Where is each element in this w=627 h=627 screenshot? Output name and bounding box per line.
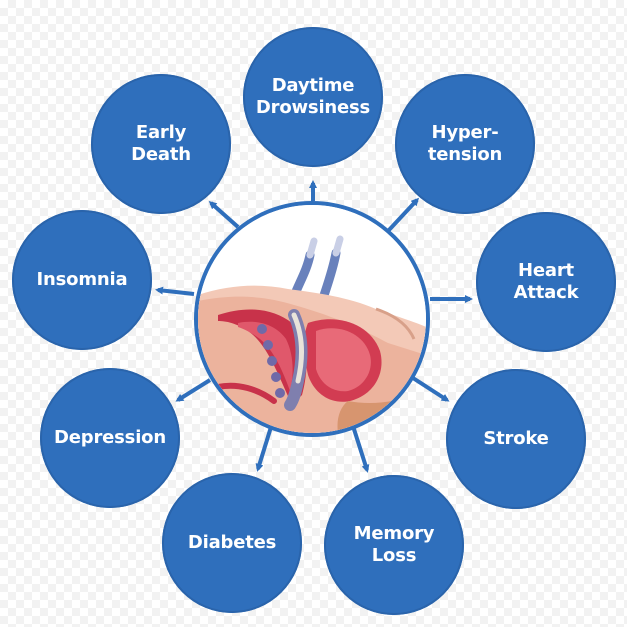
arrow-memory-loss: [351, 425, 370, 473]
node-label: Early Death: [131, 122, 191, 165]
node-label: Stroke: [483, 428, 549, 449]
arrow-early-death: [208, 201, 240, 229]
node-hypertension: Hyper- tension: [395, 74, 535, 214]
node-diabetes: Diabetes: [162, 473, 302, 613]
node-label: Heart Attack: [513, 260, 579, 303]
node-insomnia: Insomnia: [12, 210, 152, 350]
arrow-stroke: [411, 376, 450, 402]
node-label: Insomnia: [36, 269, 128, 290]
node-label: Memory Loss: [353, 523, 435, 566]
arrow-hypertension: [387, 197, 420, 232]
node-memory-loss: Memory Loss: [324, 475, 464, 615]
arrow-depression: [175, 378, 212, 402]
sleep-apnea-airway-illustration-icon: [198, 205, 426, 433]
node-label: Diabetes: [187, 532, 277, 553]
node-label: Hyper- tension: [427, 122, 503, 165]
arrow-diabetes: [255, 426, 273, 472]
node-label: Daytime Drowsiness: [255, 75, 371, 118]
center-illustration: [194, 201, 430, 437]
node-stroke: Stroke: [446, 369, 586, 509]
node-early-death: Early Death: [91, 74, 231, 214]
node-depression: Depression: [40, 368, 180, 508]
node-heart-attack: Heart Attack: [476, 212, 616, 352]
arrow-insomnia: [155, 286, 195, 296]
node-label: Depression: [54, 427, 166, 448]
node-daytime-drowsiness: Daytime Drowsiness: [243, 27, 383, 167]
